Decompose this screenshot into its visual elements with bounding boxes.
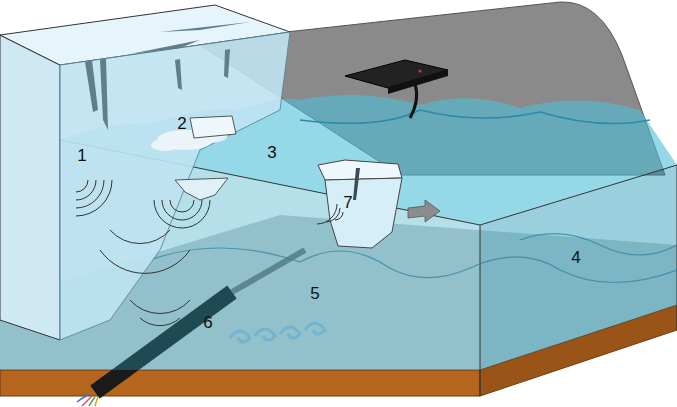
callout-number: 5 bbox=[310, 285, 319, 302]
iceberg-submerged bbox=[175, 178, 228, 200]
recorder-side bbox=[388, 70, 448, 94]
callout-number: 1 bbox=[77, 147, 86, 164]
crevasses bbox=[85, 22, 250, 130]
iceberg-small bbox=[190, 116, 236, 138]
sound-waves bbox=[76, 180, 343, 326]
recorder-led bbox=[419, 70, 422, 73]
callout-number: 3 bbox=[267, 144, 276, 161]
callout-number: 6 bbox=[203, 314, 212, 331]
iceberg-body bbox=[325, 178, 402, 248]
glacier-face bbox=[60, 32, 290, 340]
sediment-front bbox=[0, 370, 480, 396]
iceberg-crack bbox=[353, 168, 360, 200]
callout-number: 4 bbox=[571, 249, 580, 266]
hydrophone-cable bbox=[410, 84, 417, 118]
callout-number: 7 bbox=[343, 194, 352, 211]
drift-arrow bbox=[408, 200, 440, 222]
surface-wave bbox=[300, 110, 650, 124]
glacier-side bbox=[0, 35, 60, 340]
internal-waves bbox=[150, 234, 677, 283]
iceberg-top bbox=[318, 160, 402, 180]
cable-fibres bbox=[77, 394, 98, 406]
callout-number: 2 bbox=[177, 115, 186, 132]
recorder-box bbox=[345, 60, 448, 88]
